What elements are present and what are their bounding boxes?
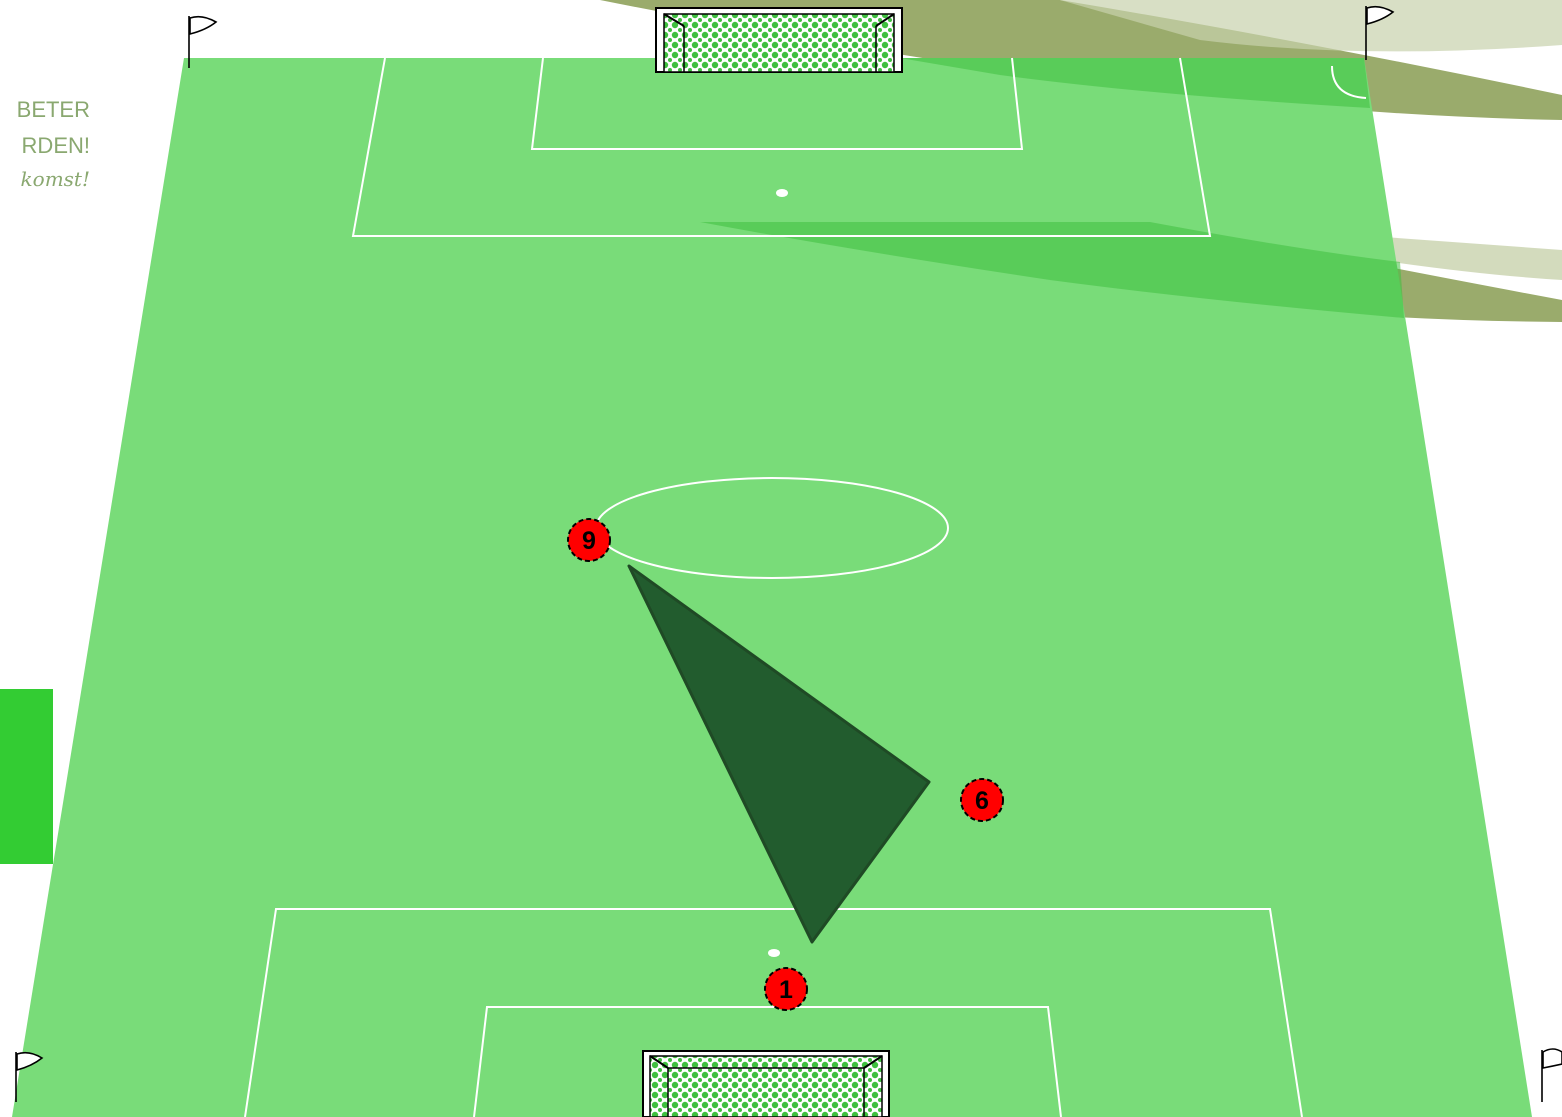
player-marker[interactable]: 6: [961, 779, 1003, 821]
pitch-surface: [12, 58, 1532, 1117]
corner-flag-icon: [1542, 1049, 1562, 1102]
bottom-goal: [643, 1051, 889, 1117]
player-number: 6: [975, 787, 989, 815]
bottom-penalty-spot: [768, 949, 780, 957]
player-number: 9: [582, 527, 596, 555]
player-number: 1: [779, 976, 793, 1004]
top-penalty-spot: [776, 189, 788, 197]
player-marker[interactable]: 1: [765, 968, 807, 1010]
top-goal: [656, 8, 902, 72]
player-marker[interactable]: 9: [568, 519, 610, 561]
